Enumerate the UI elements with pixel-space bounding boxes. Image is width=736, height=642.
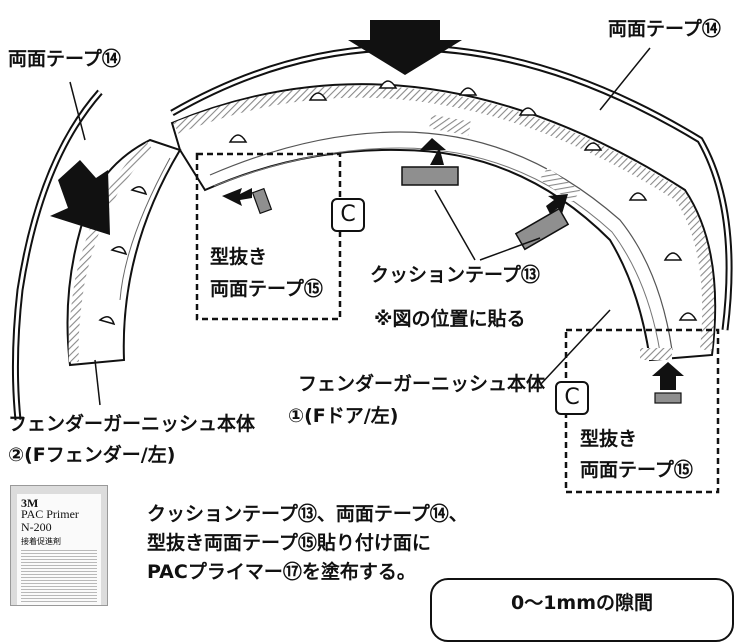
arrow-diecut-right bbox=[652, 362, 684, 390]
primer-instructions: クッションテープ⑬、両面テープ⑭、 型抜き両面テープ⑮貼り付け面に PACプライ… bbox=[147, 500, 468, 587]
label-tape14-left: 両面テープ⑭ bbox=[8, 48, 121, 70]
label-cushion-1: クッションテープ⑬ bbox=[370, 264, 540, 286]
product-name: PAC Primer N-200 bbox=[21, 508, 79, 534]
product-name-line1: PAC Primer bbox=[21, 507, 79, 521]
label-cushion-2: ※図の位置に貼る bbox=[374, 308, 526, 330]
label-garnish-main-2: ①(Fドア/左) bbox=[288, 405, 399, 427]
label-tape14-right: 両面テープ⑭ bbox=[608, 18, 721, 40]
label-diecut-left-1: 型抜き bbox=[210, 246, 268, 268]
arrow-cushion-1 bbox=[420, 138, 446, 165]
gap-note-text: 0〜1mmの隙間 bbox=[510, 592, 654, 614]
diagram-canvas: 両面テープ⑭ 両面テープ⑭ C C 型抜き 両面テープ⑮ クッションテープ⑬ ※… bbox=[8, 18, 734, 642]
product-brand: 3M bbox=[21, 496, 39, 510]
cushion-tape-1 bbox=[401, 166, 459, 186]
arrow-diecut-left bbox=[222, 188, 252, 206]
cushion-tape-2 bbox=[514, 207, 570, 251]
product-fine-print bbox=[21, 548, 97, 604]
arrow-cushion-2 bbox=[546, 194, 568, 214]
press-arrow-left bbox=[50, 160, 110, 235]
instruction-line3: PACプライマー⑰を塗布する。 bbox=[147, 561, 416, 583]
pac-primer-product-image: 3M PAC Primer N-200 接着促進剤 bbox=[10, 485, 108, 606]
label-diecut-right-1: 型抜き bbox=[580, 428, 638, 450]
label-diecut-right-2: 両面テープ⑮ bbox=[580, 459, 693, 481]
diecut-tape-right bbox=[654, 392, 682, 404]
instruction-line1: クッションテープ⑬、両面テープ⑭、 bbox=[147, 503, 468, 525]
gap-note-box: 0〜1mmの隙間 bbox=[430, 578, 734, 642]
detail-box-left bbox=[195, 152, 342, 321]
instruction-line2: 型抜き両面テープ⑮貼り付け面に bbox=[147, 532, 431, 554]
detail-c-right: C bbox=[555, 381, 589, 415]
detail-c-left: C bbox=[331, 198, 365, 232]
label-garnish-main-1: フェンダーガーニッシュ本体 bbox=[298, 373, 546, 395]
label-diecut-left-2: 両面テープ⑮ bbox=[210, 278, 323, 300]
press-arrow-top bbox=[348, 20, 462, 75]
product-name-line2: N-200 bbox=[21, 520, 52, 534]
product-subtitle: 接着促進剤 bbox=[21, 537, 61, 546]
label-garnish-fender-2: ②(Fフェンダー/左) bbox=[8, 444, 176, 466]
diecut-tape-left bbox=[251, 187, 273, 215]
fender-garnish-illustration bbox=[11, 20, 733, 494]
detail-box-right bbox=[564, 328, 720, 494]
label-garnish-fender-1: フェンダーガーニッシュ本体 bbox=[8, 413, 256, 435]
